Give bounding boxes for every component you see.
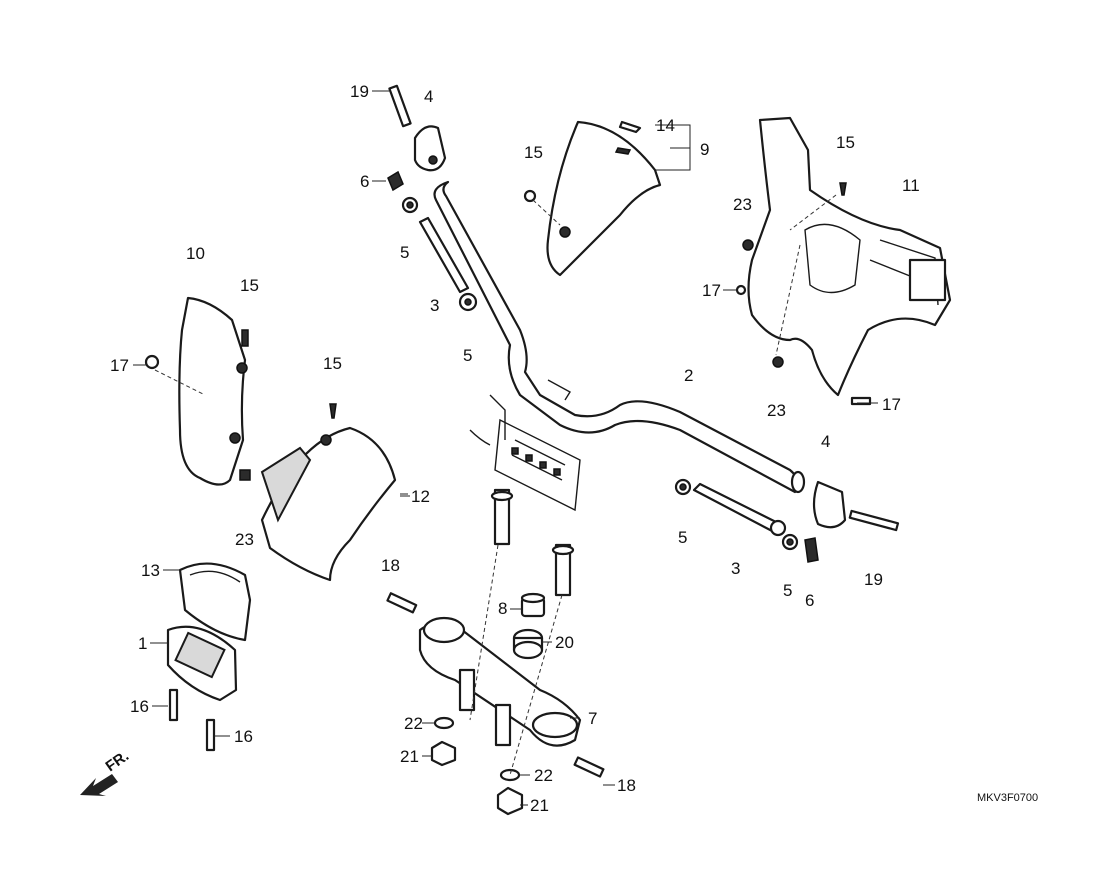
callout-4-left: 4 (424, 87, 433, 106)
callout-6-right: 6 (805, 591, 814, 610)
handlebar-part-2 (433, 180, 806, 597)
callout-23-c: 23 (767, 401, 786, 420)
callout-17-b: 17 (702, 281, 721, 300)
callout-15-a: 15 (524, 143, 543, 162)
callout-9: 9 (700, 140, 709, 159)
callout-3-left: 3 (430, 296, 439, 315)
callout-15-b: 15 (836, 133, 855, 152)
meter-cover-part-12 (260, 403, 397, 582)
callout-3-right: 3 (731, 559, 740, 578)
side-cover-part-10 (144, 296, 251, 486)
callout-4-right: 4 (821, 432, 830, 451)
rear-cover-part-11 (735, 116, 952, 406)
callout-8: 8 (498, 599, 507, 618)
front-indicator-label: FR. (103, 747, 133, 775)
callout-1: 1 (138, 634, 147, 653)
callout-18-b: 18 (617, 776, 636, 795)
callout-10: 10 (186, 244, 205, 263)
callout-18-a: 18 (381, 556, 400, 575)
callout-11: 11 (902, 176, 920, 195)
callout-5-d: 5 (783, 581, 792, 600)
callout-17-a: 17 (110, 356, 129, 375)
callout-21-a: 21 (400, 747, 419, 766)
callout-14: 14 (656, 116, 675, 135)
callout-22-b: 22 (534, 766, 553, 785)
callout-15-c: 15 (240, 276, 259, 295)
meter-visor-part-13 (178, 562, 252, 642)
nut-part-21-left (430, 740, 457, 767)
weight-rod-part-3-right (674, 478, 819, 563)
grip-end-part-4-right (812, 480, 900, 532)
callout-5-b: 5 (463, 346, 472, 365)
callout-19-a: 19 (350, 82, 369, 101)
nut-part-21-right (496, 786, 524, 816)
lower-bracket-part-7 (386, 592, 605, 778)
callout-6-left: 6 (360, 172, 369, 191)
weight-rod-part-3-left (387, 170, 478, 312)
callout-2: 2 (684, 366, 693, 385)
washer-part-22-right (499, 768, 521, 782)
callout-16-b: 16 (234, 727, 253, 746)
callout-17-c: 17 (882, 395, 901, 414)
meter-part-1 (166, 625, 238, 752)
callout-13: 13 (141, 561, 160, 580)
callout-22-a: 22 (404, 714, 423, 733)
callout-15-d: 15 (323, 354, 342, 373)
callout-19-b: 19 (864, 570, 883, 589)
collar-part-8 (520, 592, 546, 618)
diagram-code: MKV3F0700 (977, 792, 1038, 804)
callout-5-c: 5 (678, 528, 687, 547)
callout-5-a: 5 (400, 243, 409, 262)
front-direction-arrow-icon: FR. (80, 747, 132, 796)
callout-21-b: 21 (530, 796, 549, 815)
grip-end-part-4-left (388, 84, 447, 172)
washer-part-22-left (433, 716, 455, 730)
callout-12: 12 (411, 487, 430, 506)
callout-16-a: 16 (130, 697, 149, 716)
collar-part-20 (512, 628, 544, 660)
callout-23-a: 23 (235, 530, 254, 549)
upper-cover-part-9 (523, 120, 662, 277)
callout-7: 7 (588, 709, 597, 728)
callout-23-b: 23 (733, 195, 752, 214)
callout-20: 20 (555, 633, 574, 652)
